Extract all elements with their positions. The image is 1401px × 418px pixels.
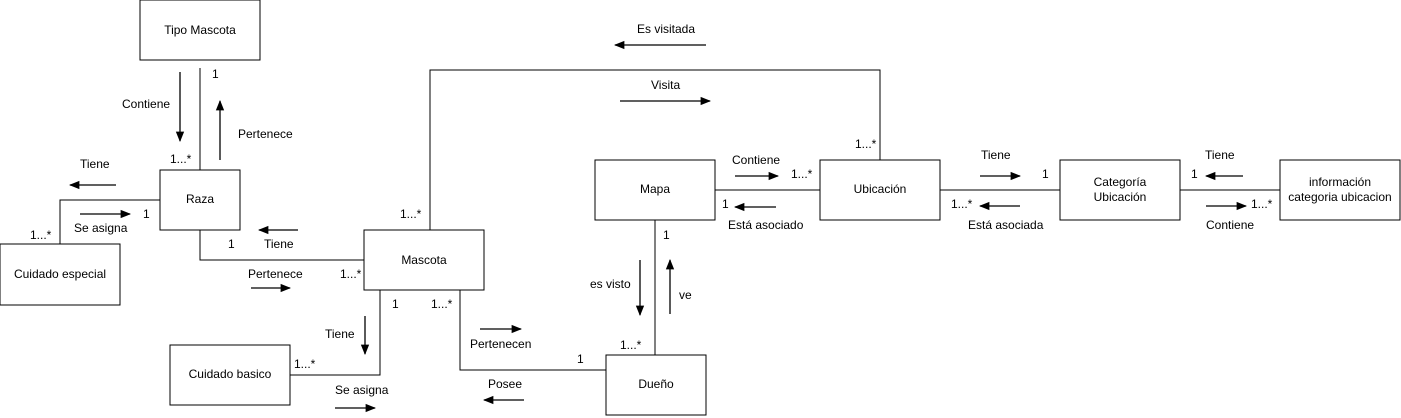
line-raza-cuidado-especial: [59, 199, 160, 244]
label-tiene-info: Tiene: [1205, 148, 1235, 162]
entity-cuidado-especial[interactable]: Cuidado especial: [0, 243, 121, 306]
entity-label: Raza: [186, 192, 214, 206]
label-es-visitada: Es visitada: [637, 22, 695, 36]
mult-categoria-one-ubicacion: 1: [1042, 167, 1049, 181]
entity-mascota[interactable]: Mascota: [363, 229, 485, 291]
mult-mascota-many-dueno: 1...*: [431, 297, 453, 311]
mult-raza-one-especial: 1: [143, 207, 150, 221]
line-mascota-cuidado-basico: [290, 290, 381, 376]
label-contiene: Contiene: [122, 97, 170, 111]
label-tiene-basico: Tiene: [325, 327, 355, 341]
entity-label-line2: categoria ubicacion: [1288, 190, 1391, 204]
entity-dueno[interactable]: Dueño: [605, 354, 707, 416]
entity-label: Mascota: [401, 253, 447, 267]
mult-dueno-one: 1: [577, 352, 584, 366]
direction-arrows: [68, 40, 1248, 413]
line-mascota-ubicacion: [429, 69, 881, 230]
label-contiene-mapa: Contiene: [732, 153, 780, 167]
label-tiene: Tiene: [80, 157, 110, 171]
label-se-asigna: Se asigna: [74, 221, 128, 235]
relationship-lines: [59, 68, 1280, 376]
mult-raza-one-mascota: 1: [228, 237, 235, 251]
multiplicities: 1 1...* 1 1...* 1 1...* 1...* 1...* 1 1.…: [30, 67, 1273, 371]
label-se-asigna-basico: Se asigna: [335, 383, 389, 397]
entity-categoria-ubicacion[interactable]: Categoría Ubicación: [1059, 159, 1181, 221]
mult-mascota-many-visita: 1...*: [400, 207, 422, 221]
entity-raza[interactable]: Raza: [159, 169, 241, 231]
label-contiene-info: Contiene: [1206, 218, 1254, 232]
mult-ubicacion-many-mapa: 1...*: [791, 167, 813, 181]
mult-dueno-many-mapa: 1...*: [620, 338, 642, 352]
entity-tipo-mascota[interactable]: Tipo Mascota: [139, 0, 261, 61]
label-pertenecen: Pertenecen: [470, 337, 531, 351]
label-visita: Visita: [651, 78, 680, 92]
entity-label: Cuidado basico: [189, 367, 272, 381]
label-pertenece-mascota: Pertenece: [248, 267, 303, 281]
line-mascota-dueno: [459, 290, 606, 371]
entity-ubicacion[interactable]: Ubicación: [819, 159, 941, 221]
entity-label: Dueño: [638, 377, 674, 391]
entity-mapa[interactable]: Mapa: [594, 159, 716, 221]
entity-cuidado-basico[interactable]: Cuidado basico: [169, 344, 291, 406]
label-tiene-mascota: Tiene: [264, 237, 294, 251]
mult-mapa-one-ubicacion: 1: [722, 197, 729, 211]
label-tiene-categoria: Tiene: [981, 148, 1011, 162]
label-esta-asociado: Está asociado: [728, 218, 804, 232]
mult-mapa-one-dueno: 1: [663, 228, 670, 242]
entity-label-line1: Categoría: [1094, 175, 1147, 189]
label-es-visto: es visto: [590, 277, 631, 291]
mult-ubicacion-many-categoria: 1...*: [951, 197, 973, 211]
mult-mascota-one-basico: 1: [392, 297, 399, 311]
mult-info-many: 1...*: [1251, 197, 1273, 211]
line-raza-mascota: [199, 230, 364, 261]
entity-label: Tipo Mascota: [164, 23, 236, 37]
entity-label: Ubicación: [854, 182, 907, 196]
entity-label: Cuidado especial: [14, 267, 106, 281]
label-ve: ve: [679, 288, 692, 302]
label-esta-asociada: Está asociada: [968, 218, 1044, 232]
relationship-labels: Contiene Pertenece Tiene Se asigna Tiene…: [74, 22, 1254, 397]
mult-tipo-one: 1: [212, 67, 219, 81]
label-pertenece: Pertenece: [238, 127, 293, 141]
entity-label-line2: Ubicación: [1094, 190, 1147, 204]
mult-categoria-one-info: 1: [1191, 167, 1198, 181]
mult-ubicacion-many-visita: 1...*: [855, 137, 877, 151]
mult-especial-many: 1...*: [30, 228, 52, 242]
entity-informacion-categoria[interactable]: información categoria ubicacion: [1279, 159, 1401, 221]
entity-label: Mapa: [640, 182, 670, 196]
mult-mascota-many-raza: 1...*: [340, 267, 362, 281]
mult-basico-many: 1...*: [294, 357, 316, 371]
label-posee: Posee: [488, 377, 522, 391]
mult-raza-many: 1...*: [170, 152, 192, 166]
entity-label-line1: información: [1309, 175, 1371, 189]
